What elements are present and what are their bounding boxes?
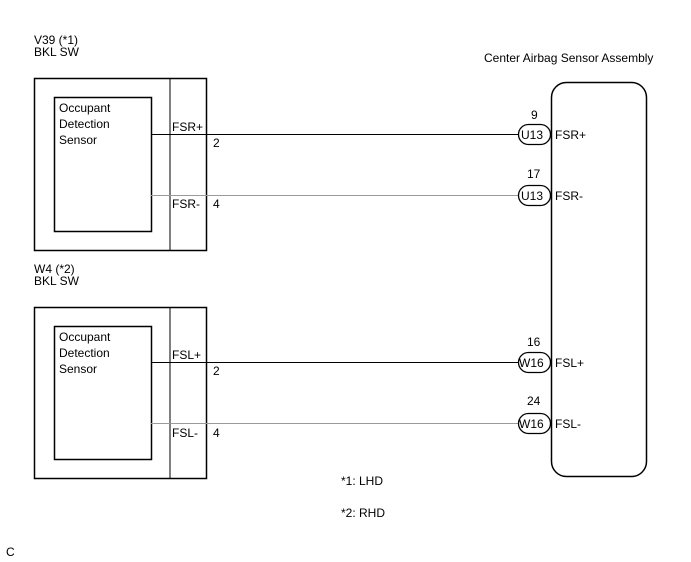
assembly-title: Center Airbag Sensor Assembly bbox=[484, 51, 654, 65]
connector-w16-oval bbox=[517, 412, 552, 435]
w4-pin-4: 4 bbox=[213, 426, 220, 440]
component-v39-name: V39 (*1) bbox=[34, 33, 79, 47]
v39-signal-fsr-plus: FSR+ bbox=[172, 120, 203, 134]
terminal-17-signal: FSR- bbox=[555, 189, 583, 203]
terminal-16-signal: FSL+ bbox=[555, 356, 584, 370]
connector-u13-label: U13 bbox=[521, 128, 543, 142]
corner-code: C bbox=[6, 545, 15, 559]
v39-sensor-label-2: Detection bbox=[59, 117, 110, 131]
connector-u13-oval bbox=[517, 123, 552, 146]
w4-signal-fsl-minus: FSL- bbox=[172, 426, 198, 440]
component-w4: Occupant Detection Sensor FSL+ 2 FSL- 4 bbox=[33, 306, 220, 480]
connector-u13-label: U13 bbox=[521, 189, 543, 203]
v39-sensor-label-3: Sensor bbox=[59, 133, 97, 147]
w4-sensor-label-2: Detection bbox=[59, 346, 110, 360]
assembly-box bbox=[550, 81, 648, 478]
w4-signal-fsl-plus: FSL+ bbox=[172, 348, 201, 362]
v39-pin-4: 4 bbox=[213, 197, 220, 211]
connector-u13-oval bbox=[517, 184, 552, 207]
terminal-9: 9 U13 FSR+ bbox=[517, 108, 586, 146]
w4-sensor-label-3: Sensor bbox=[59, 362, 97, 376]
v39-outer-box bbox=[33, 77, 208, 252]
w4-sensor-label-1: Occupant bbox=[59, 330, 111, 344]
connector-w16-label: W16 bbox=[519, 417, 544, 431]
component-v39-type: BKL SW bbox=[34, 45, 79, 59]
v39-sensor-label-1: Occupant bbox=[59, 101, 111, 115]
v39-pin-2: 2 bbox=[213, 136, 220, 150]
terminal-9-pin: 9 bbox=[531, 108, 538, 122]
component-w4-name: W4 (*2) bbox=[34, 262, 75, 276]
w4-pin-2: 2 bbox=[213, 364, 220, 378]
terminal-24-pin: 24 bbox=[527, 394, 541, 408]
note-lhd: *1: LHD bbox=[341, 474, 384, 488]
v39-signal-fsr-minus: FSR- bbox=[172, 197, 200, 211]
note-rhd: *2: RHD bbox=[341, 506, 386, 520]
connector-w16-label: W16 bbox=[519, 356, 544, 370]
w4-sensor-box bbox=[53, 325, 153, 461]
terminal-16: 16 W16 FSL+ bbox=[517, 335, 584, 374]
component-v39: Occupant Detection Sensor FSR+ 2 FSR- 4 bbox=[33, 77, 220, 252]
component-w4-type: BKL SW bbox=[34, 274, 79, 288]
terminal-17: 17 U13 FSR- bbox=[517, 167, 583, 207]
terminal-9-signal: FSR+ bbox=[555, 128, 586, 142]
connector-w16-oval bbox=[517, 351, 552, 374]
terminal-24-signal: FSL- bbox=[555, 417, 581, 431]
w4-outer-box bbox=[33, 306, 208, 480]
terminal-16-pin: 16 bbox=[527, 335, 541, 349]
v39-sensor-box bbox=[53, 96, 153, 233]
terminal-24: 24 W16 FSL- bbox=[517, 394, 581, 435]
terminal-17-pin: 17 bbox=[527, 167, 541, 181]
